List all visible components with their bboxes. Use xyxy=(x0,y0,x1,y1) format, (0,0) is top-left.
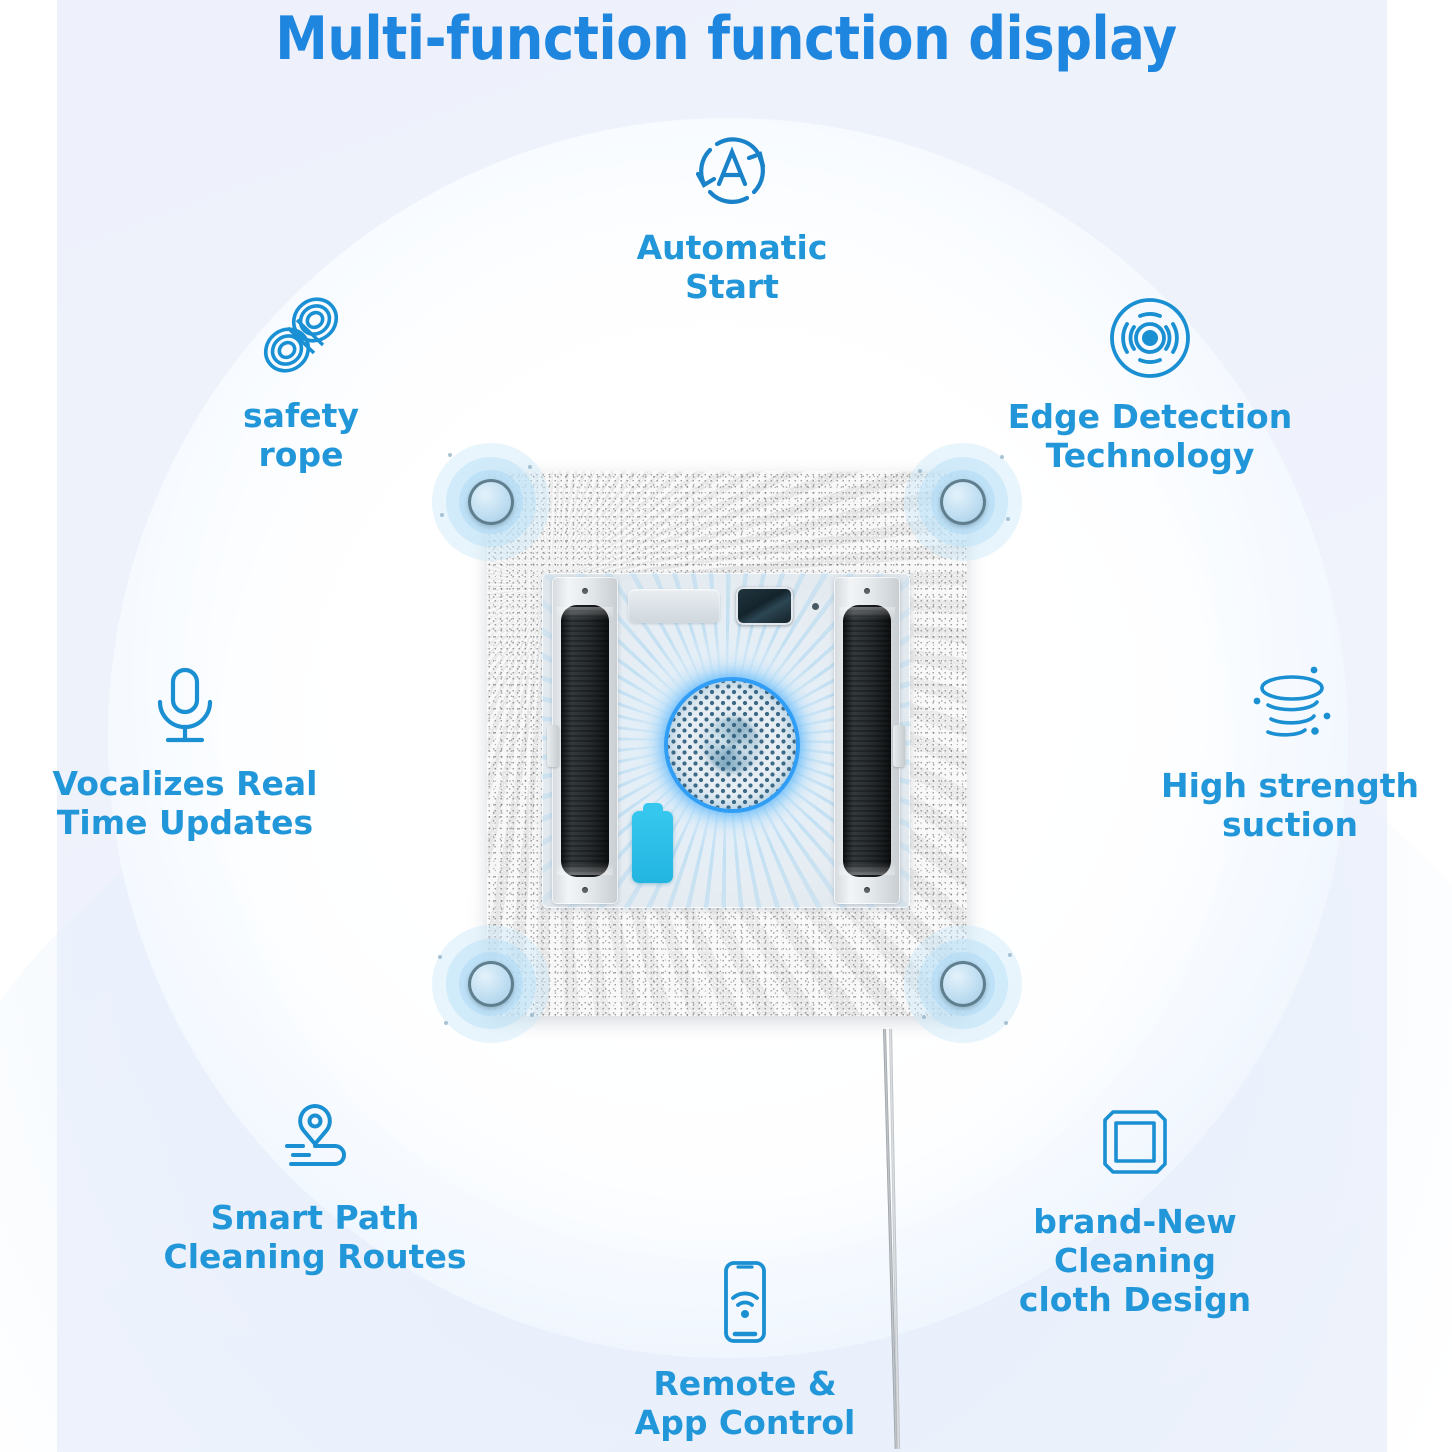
feature-label: Edge Detection Technology xyxy=(1007,397,1293,475)
feature-remote-app: Remote & App Control xyxy=(600,1258,890,1443)
feature-label: safety rope xyxy=(243,396,359,474)
track-belt xyxy=(839,605,895,877)
feature-edge-detection: Edge Detection Technology xyxy=(960,293,1340,476)
edge-sensor-icon xyxy=(960,293,1340,388)
phone-wifi-icon xyxy=(600,1258,890,1355)
feature-high-suction: High strength suction xyxy=(1130,660,1450,845)
right-drive-track xyxy=(834,577,905,904)
suction-wheel-top-right xyxy=(904,443,1022,561)
feature-label: Smart Path Cleaning Routes xyxy=(163,1198,467,1276)
feature-cleaning-cloth: brand-New Cleaning cloth Design xyxy=(950,1100,1320,1320)
suction-wheel-top-left xyxy=(432,443,550,561)
feature-label: Vocalizes Real Time Updates xyxy=(52,764,318,842)
dark-sensor-window xyxy=(736,587,793,625)
feature-label: Automatic Start xyxy=(636,228,828,306)
flat-sensor-window xyxy=(628,589,720,623)
screw-icon xyxy=(864,887,870,893)
track-belt xyxy=(557,605,613,877)
cyan-pull-tab xyxy=(632,803,673,883)
product-image-window-cleaning-robot xyxy=(432,443,1022,1449)
left-drive-track xyxy=(547,577,618,904)
microphone-icon xyxy=(20,662,350,755)
screw-icon xyxy=(582,588,588,594)
feature-smart-path: Smart Path Cleaning Routes xyxy=(150,1098,480,1277)
feature-automatic-start: Automatic Start xyxy=(546,128,918,307)
suction-wheel-bottom-right xyxy=(904,925,1022,1043)
sensor-dot-icon xyxy=(812,603,819,610)
feature-label: High strength suction xyxy=(1161,766,1419,844)
rope-coil-icon xyxy=(156,290,446,387)
page-title: Multi-function function display xyxy=(275,4,1177,74)
feature-safety-rope: safety rope xyxy=(156,290,446,475)
track-clip xyxy=(547,725,559,767)
vent-perforations xyxy=(668,681,796,809)
screw-icon xyxy=(582,887,588,893)
vortex-suction-icon xyxy=(1130,660,1450,757)
feature-label: Remote & App Control xyxy=(634,1364,856,1442)
suction-fan-vent xyxy=(668,681,796,809)
robot-body-panel xyxy=(542,573,910,908)
feature-label: brand-New Cleaning cloth Design xyxy=(1018,1202,1252,1319)
automatic-start-icon xyxy=(546,128,918,219)
route-pin-icon xyxy=(150,1098,480,1189)
cloth-square-icon xyxy=(950,1100,1320,1193)
track-clip xyxy=(893,725,905,767)
feature-voice-updates: Vocalizes Real Time Updates xyxy=(20,662,350,843)
screw-icon xyxy=(864,588,870,594)
suction-wheel-bottom-left xyxy=(432,925,550,1043)
